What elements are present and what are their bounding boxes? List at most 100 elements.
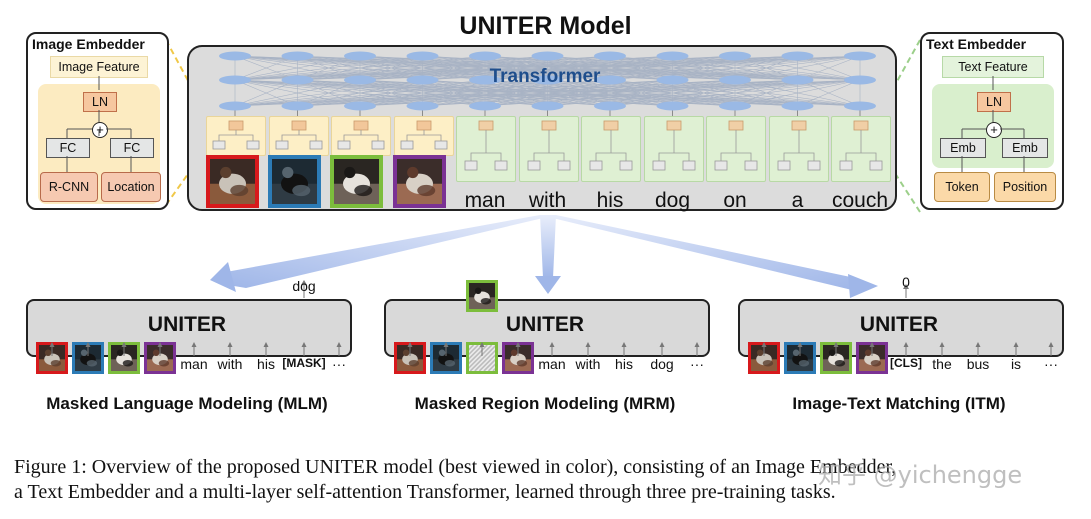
neuron-2-3 [406,101,439,111]
token-5: on [723,189,747,212]
token-2: with [528,189,567,212]
neuron-1-10 [844,75,876,85]
region-image-3 [330,155,383,208]
task-1-token-3: his [257,356,275,372]
neuron-0-6 [594,51,626,61]
region-image-2 [268,155,321,208]
image-embedder-title: Image Embedder [32,36,145,52]
task-name-3: Image-Text Matching (ITM) [792,394,1006,413]
neuron-1-1 [281,75,314,85]
neuron-0-4 [469,51,501,61]
neuron-1-8 [719,75,751,85]
token-6: a [791,189,804,212]
figure-caption: Figure 1: Overview of the proposed UNITE… [14,455,1084,505]
rcnn-box: R-CNN [40,172,98,202]
task-2-region-1 [394,342,426,374]
location-box: Location [101,172,161,202]
mrm-output-region-3 [466,280,498,312]
image-fc-box-2: FC [110,138,154,158]
image-embedder-box: Image Embedder Image Feature LN + FC FC … [26,32,169,210]
image-embedding-cell-4 [393,116,454,156]
neuron-layers [219,51,876,111]
transformer-label: Transformer [489,66,601,87]
neuron-1-3 [406,75,439,85]
task-1-region-2 [72,342,104,374]
mlm-output-label: dog [292,278,316,294]
neuron-1-6 [594,75,626,85]
token-4: dog [654,189,691,212]
neuron-2-6 [594,101,626,111]
text-embedding-cell-7 [581,116,641,182]
neuron-0-0 [219,51,251,61]
image-fc-box-1: FC [46,138,90,158]
neuron-2-8 [719,101,751,111]
task-2-token-2: with [575,356,601,372]
text-emb-box-2: Emb [1002,138,1048,158]
image-sum-icon: + [92,122,108,138]
text-embedding-cell-5 [456,116,516,182]
text-ln-box: LN [977,92,1011,112]
task-2-token-5: ··· [690,356,704,372]
neuron-2-1 [281,101,314,111]
text-sum-icon: + [986,122,1002,138]
neuron-0-2 [344,51,376,61]
token-3: his [596,189,624,212]
neuron-1-9 [781,75,814,85]
task-3-region-3 [820,342,852,374]
uniter-label-3: UNITER [859,313,939,336]
neuron-2-9 [781,101,814,111]
caption-line-2: a Text Embedder and a multi-layer self-a… [14,481,836,503]
neuron-1-7 [656,75,689,85]
neuron-0-7 [656,51,689,61]
uniter-label-2: UNITER [505,313,585,336]
itm-output-label: 0 [902,274,910,290]
neuron-0-3 [406,51,439,61]
task-name-2: Masked Region Modeling (MRM) [414,394,676,413]
text-embedding-cell-8 [643,116,704,182]
task-name-1: Masked Language Modeling (MLM) [46,394,328,413]
neuron-1-0 [219,75,251,85]
token-box: Token [934,172,990,202]
watermark: 知乎 @yichengge [818,461,1023,489]
text-embedding-cell-11 [831,116,891,182]
text-embedder-connectors [961,76,1025,172]
neuron-0-1 [281,51,314,61]
uniter-label-1: UNITER [147,313,227,336]
task-3-token-4: is [1010,356,1022,372]
text-embedder-title: Text Embedder [926,36,1027,52]
image-ln-box: LN [83,92,117,112]
neuron-2-7 [656,101,689,111]
neuron-2-4 [469,101,501,111]
neuron-2-0 [219,101,251,111]
task-1-token-4: [MASK] [282,356,326,370]
text-embedder-box: Text Embedder Text Feature LN + Emb Emb … [920,32,1064,210]
text-feature-box: Text Feature [942,56,1044,78]
task-1-token-2: with [217,356,243,372]
text-emb-box-1: Emb [940,138,986,158]
diagram-title: UNITER Model [459,12,632,40]
task-2-token-3: his [615,356,633,372]
task-3-token-1: [CLS] [890,356,922,370]
text-embedding-cell-10 [768,116,829,182]
neuron-0-9 [781,51,814,61]
neuron-0-5 [531,51,564,61]
task-3-token-5: ··· [1044,356,1058,372]
task-1-token-5: ··· [332,356,346,372]
neuron-2-5 [531,101,564,111]
neuron-0-10 [844,51,876,61]
image-embedding-cell-3 [331,116,391,156]
token-1: man [464,189,506,212]
region-image-4 [393,155,446,208]
image-embedding-cell-1 [206,116,266,156]
image-embedding-cell-2 [268,116,329,156]
neuron-1-4 [469,75,501,85]
image-feature-box: Image Feature [50,56,148,78]
task-1-token-1: man [180,356,208,372]
task-2-token-1: man [538,356,566,372]
neuron-2-10 [844,101,876,111]
neuron-2-2 [344,101,376,111]
task-3-token-2: the [932,356,952,372]
